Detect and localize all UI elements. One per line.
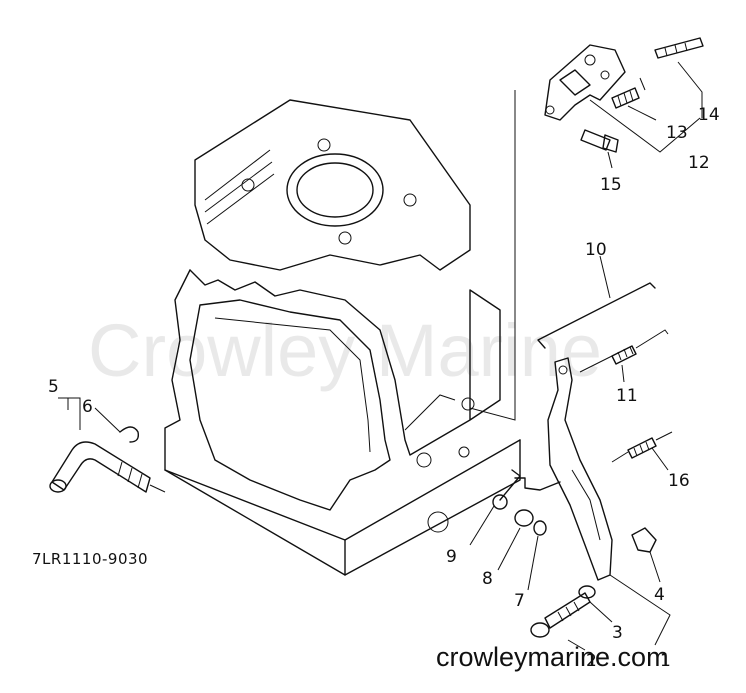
part-8-washer [514,509,534,527]
callout-2: 2 [586,651,597,671]
footer-site-text: crowleymarine.com [436,642,669,672]
callout-7: 7 [514,591,525,611]
part-10-rod [537,282,656,349]
callout-1: 1 [660,651,671,671]
part-9-washer [492,494,508,510]
watermark-text: Crowley Marine [88,309,602,392]
engine-block [164,99,521,576]
callout-16: 16 [668,471,690,491]
callout-15: 15 [600,175,622,195]
part-2-bolt [530,592,591,638]
bracket-assembly [544,37,704,153]
callout-14: 14 [698,105,720,125]
callout-8: 8 [482,569,493,589]
part-11-spring [579,329,669,373]
part-5-pipe [49,441,166,493]
part-3-washer [578,585,596,599]
callout-5: 5 [48,377,59,397]
callout-3: 3 [612,623,623,643]
part-16-spring [611,431,673,463]
diagram-code: 7LR1110-9030 [32,550,148,568]
leader-lines [58,61,703,651]
part-4-nut [631,527,657,553]
bracket-leader-line [469,90,516,421]
callout-10: 10 [585,240,607,260]
callout-11: 11 [616,386,638,406]
part-7-washer [533,520,547,536]
callout-4: 4 [654,585,665,605]
callout-6: 6 [82,397,93,417]
callout-12: 12 [688,153,710,173]
callout-13: 13 [666,123,688,143]
callout-9: 9 [446,547,457,567]
part-6-clip [119,426,140,443]
